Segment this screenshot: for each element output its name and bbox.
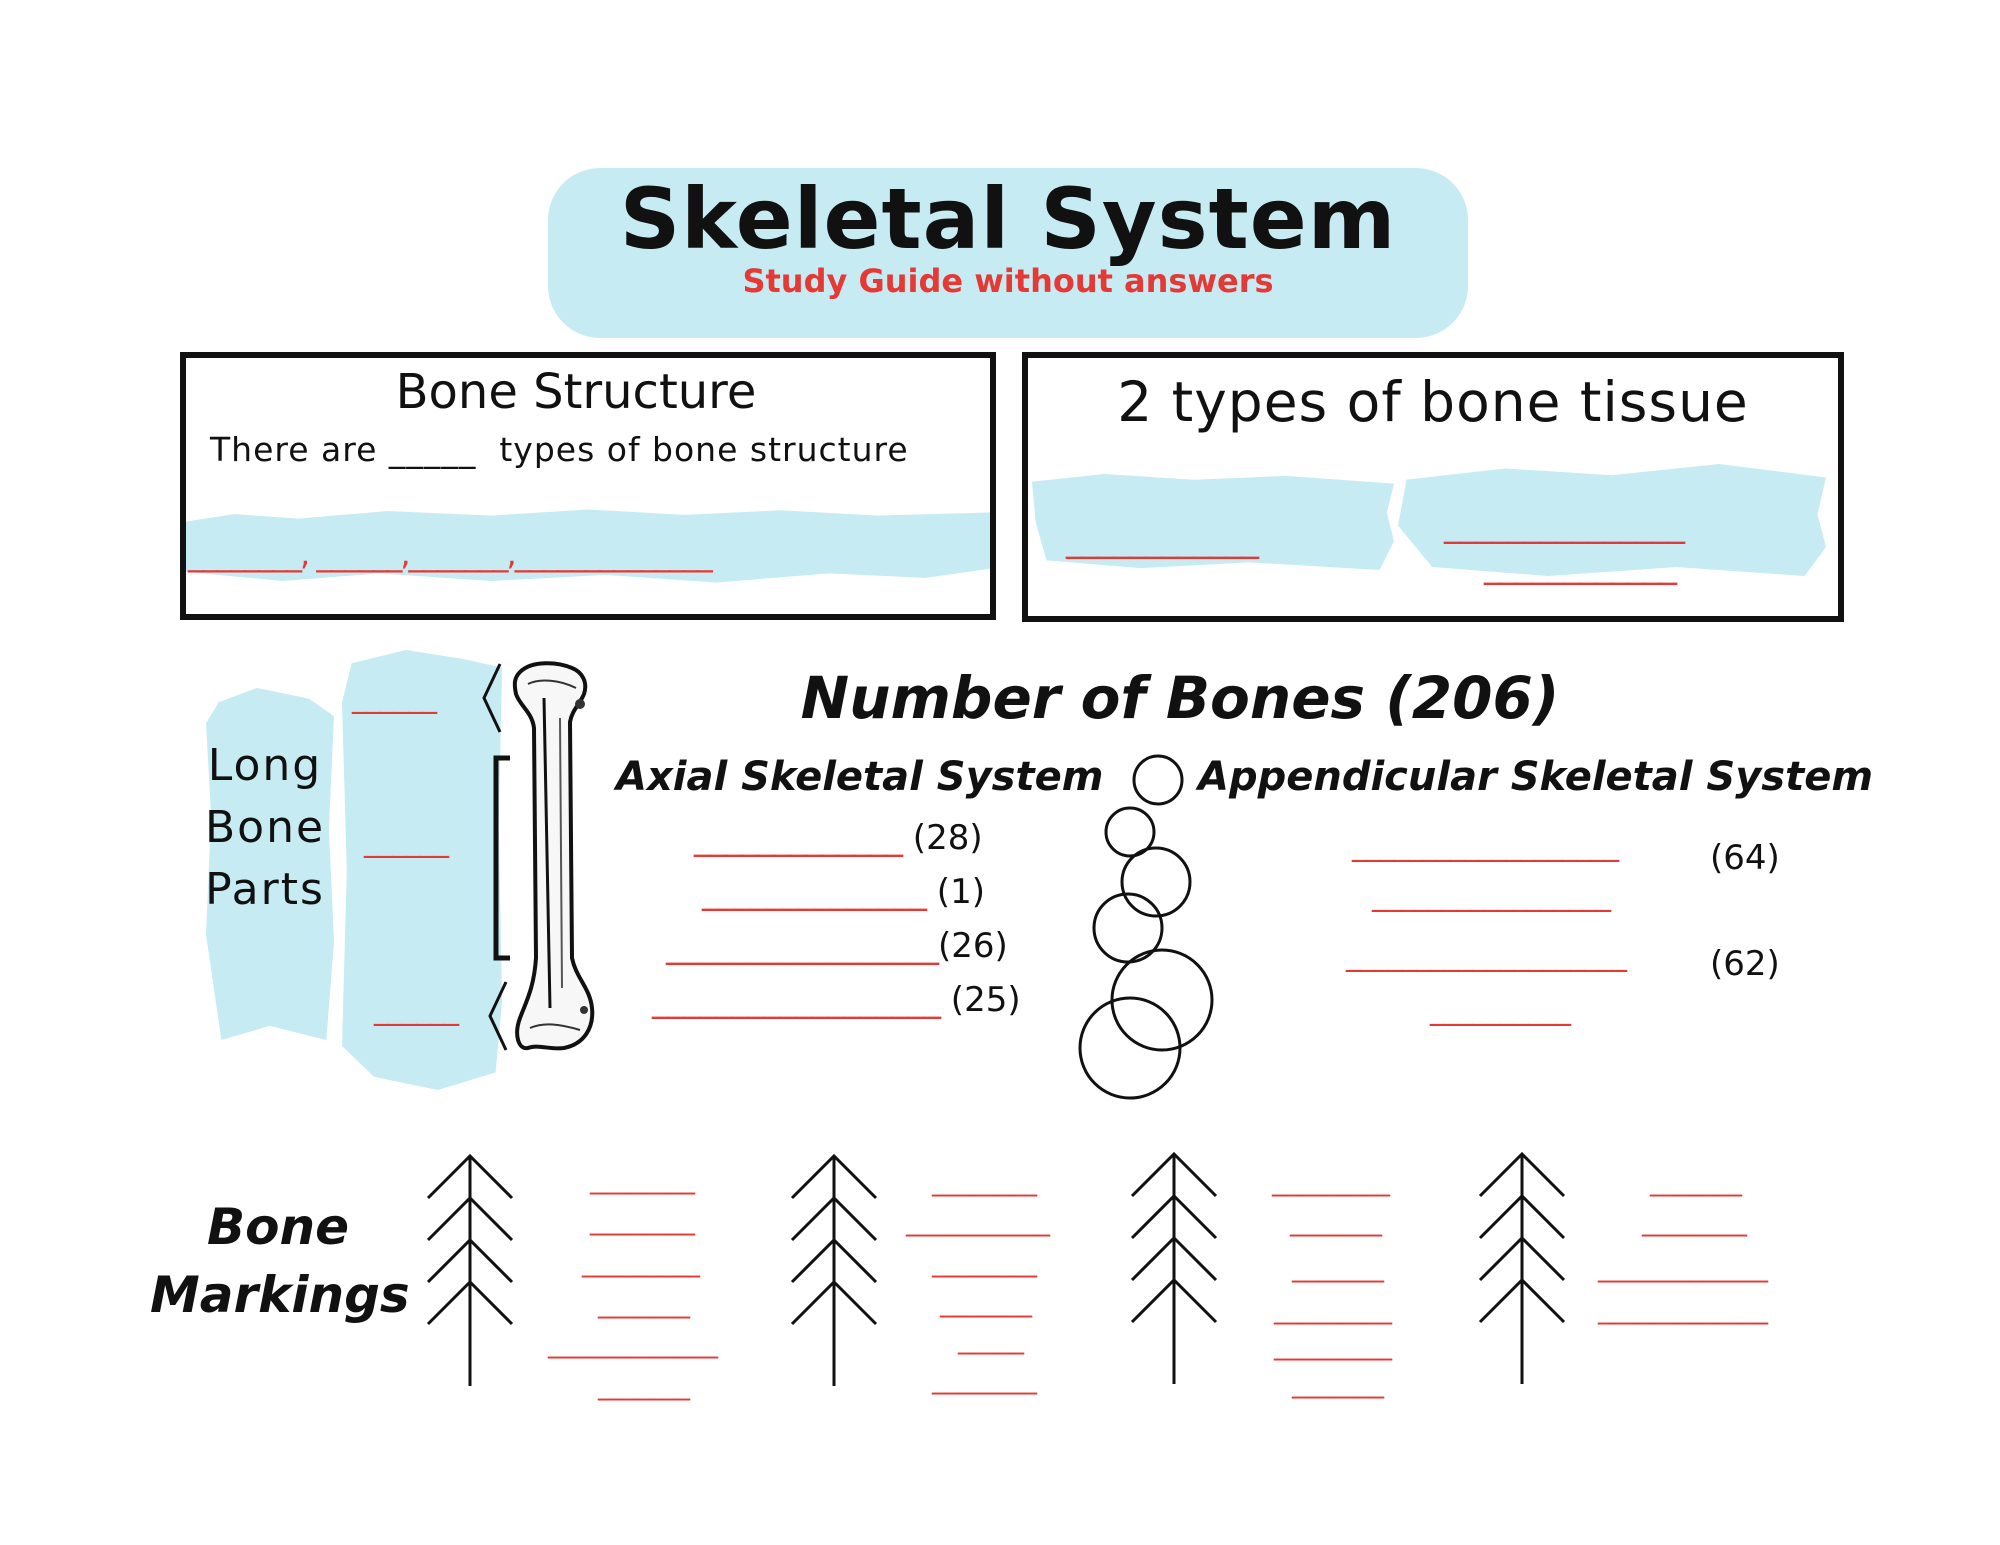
appendicular-heading: Appendicular Skeletal System (1198, 754, 1874, 800)
axial-count: (28) (902, 818, 983, 858)
marking-blank: _____________ (1598, 1292, 1768, 1325)
marking-blank: ________ (932, 1362, 1037, 1395)
axial-blank: _____________ (694, 818, 903, 858)
tree-diagram-icon (1130, 1151, 1218, 1384)
marking-blank: _______ (598, 1368, 690, 1401)
bone-tissue-blank: ____________ (1484, 546, 1677, 586)
page-subtitle: Study Guide without answers (742, 262, 1274, 300)
bone-markings-label: Bone (207, 1198, 349, 1256)
axial-blank: ______________ (702, 872, 927, 912)
number-of-bones-heading: Number of Bones (206) (800, 664, 1560, 732)
blue-brush-highlight (186, 509, 990, 583)
marking-blank: _______ (940, 1285, 1032, 1318)
marking-blank: _________ (1274, 1292, 1392, 1325)
marking-blank: _____ (958, 1322, 1024, 1355)
tree-diagram-icon (1478, 1151, 1566, 1384)
marking-blank: _________ (1272, 1164, 1390, 1197)
marking-blank: _______ (1290, 1204, 1382, 1237)
marking-blank: _______ (1650, 1164, 1742, 1197)
long-bone-label: Long (207, 740, 323, 791)
axial-count: (25) (940, 980, 1021, 1020)
bone-tissue-heading: 2 types of bone tissue (1117, 370, 1749, 434)
appendicular-blank: ___________________ (1352, 828, 1619, 863)
blue-brush-highlight (1398, 464, 1826, 576)
marking-blank: ________ (590, 1203, 695, 1236)
marking-blank: _______ (1292, 1366, 1384, 1399)
marking-blank: ________ (590, 1162, 695, 1195)
marking-blank: ________ (1642, 1204, 1747, 1237)
appendicular-blank: __________ (1430, 992, 1571, 1027)
axial-blank: __________________ (652, 980, 941, 1020)
blue-brush-highlight (342, 650, 502, 1090)
bone-tissue-blank: _______________ (1444, 505, 1685, 545)
marking-blank: _______ (1292, 1250, 1384, 1283)
blue-brush-highlight (1032, 474, 1394, 570)
marking-blank: _____________ (1598, 1250, 1768, 1283)
marking-blank: ___________ (906, 1204, 1050, 1237)
appendicular-blank: ____________________ (1346, 938, 1627, 973)
marking-blank: _______ (598, 1286, 690, 1319)
title-banner (548, 168, 1468, 338)
long-bone-blank: ______ (364, 824, 449, 859)
axial-line: _________________(26) (666, 926, 1008, 966)
bone-tissue-blank: ____________ (1066, 520, 1259, 560)
tree-diagram-icon (790, 1153, 878, 1386)
marking-blank: _____________ (548, 1326, 718, 1359)
bone-structure-heading: Bone Structure (395, 364, 757, 420)
blue-brush-highlight (206, 688, 334, 1040)
tree-diagram-icon (426, 1153, 514, 1386)
long-bone-label: Bone (204, 802, 326, 853)
axial-line: ______________ (1) (702, 872, 985, 912)
long-bone-label: Parts (205, 864, 325, 915)
axial-count: (1) (926, 872, 985, 912)
axial-line: _____________ (28) (694, 818, 983, 858)
long-bone-illustration-icon (482, 661, 595, 1051)
axial-heading: Axial Skeletal System (616, 754, 1104, 800)
axial-line: __________________ (25) (652, 980, 1021, 1020)
long-bone-blank: ______ (374, 992, 459, 1027)
marking-blank: ________ (932, 1245, 1037, 1278)
marking-blank: _________ (1274, 1328, 1392, 1361)
appendicular-blank: _________________ (1372, 878, 1611, 913)
bone-structure-blanks: ________, ______,_______,______________ (188, 535, 713, 573)
vertebrae-circles-icon (1078, 754, 1214, 1100)
page-title: Skeletal System (619, 170, 1397, 268)
long-bone-blank: ______ (352, 680, 437, 715)
bone-structure-sentence: There are _____ types of bone structure (210, 430, 909, 469)
axial-count: (26) (938, 926, 1008, 966)
marking-blank: ________ (932, 1164, 1037, 1197)
appendicular-count: (64) (1710, 838, 1780, 878)
bone-markings-label: Markings (150, 1266, 410, 1324)
marking-blank: _________ (582, 1245, 700, 1278)
appendicular-count: (62) (1710, 944, 1780, 984)
axial-blank: _________________ (666, 926, 939, 966)
